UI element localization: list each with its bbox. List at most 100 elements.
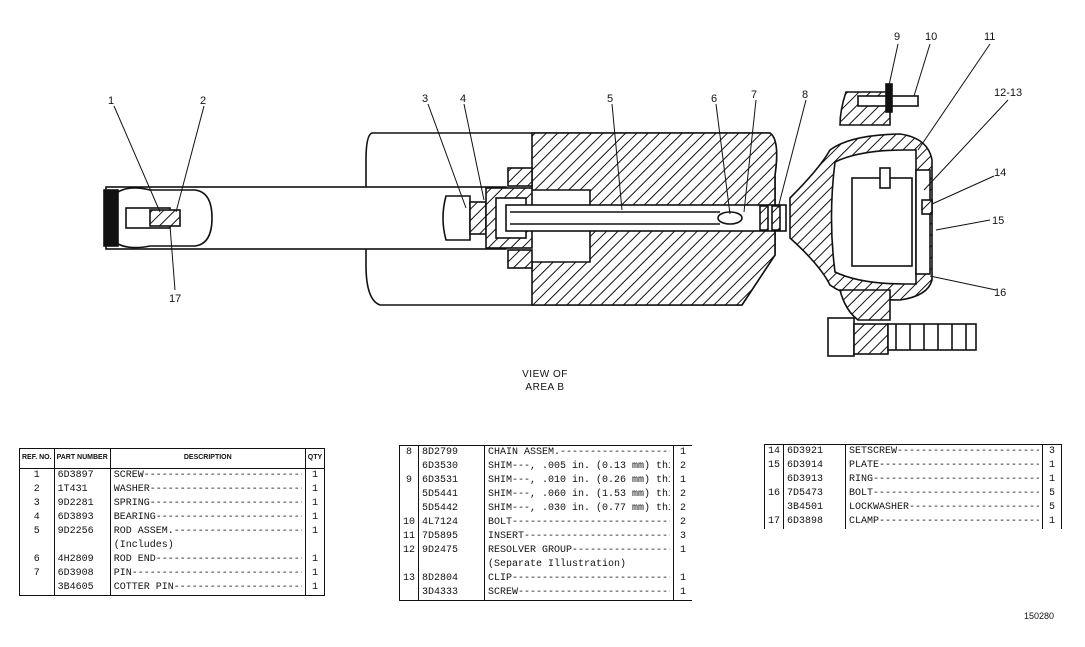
table-row: (Includes): [19, 539, 325, 553]
part-number-cell: 8D2804: [418, 572, 485, 586]
ref-cell: 3: [19, 497, 55, 511]
description-cell: PLATE: [845, 459, 1043, 473]
callout-7: 7: [751, 89, 757, 101]
part-number-cell: 3B4605: [54, 581, 111, 596]
table-row: 21T431WASHER1: [19, 483, 325, 497]
ref-cell: 13: [399, 572, 420, 586]
part-number-cell: 3B4501: [783, 501, 846, 515]
table-row: 3B4501LOCKWASHER5: [764, 501, 1062, 515]
part-number-cell: 9D2256: [54, 525, 111, 539]
header-part: PART NUMBER: [54, 448, 111, 469]
callout-2: 2: [200, 95, 206, 107]
qty-cell: [305, 539, 324, 553]
description-cell: RING: [845, 473, 1043, 487]
qty-cell: 1: [679, 545, 686, 556]
description-cell: BOLT: [484, 516, 674, 530]
callout-11: 11: [984, 31, 995, 43]
callout-12-13: 12-13: [994, 87, 1022, 99]
view-caption: VIEW OF AREA B: [500, 368, 590, 394]
part-number-cell: 7D5895: [418, 530, 485, 544]
callout-10: 10: [925, 31, 937, 43]
part-number-cell: 6D3898: [783, 515, 846, 529]
description-cell: (Includes): [110, 539, 306, 553]
description-cell: SETSCREW: [845, 444, 1043, 459]
qty-cell: 1: [311, 568, 318, 579]
qty-cell: [674, 558, 693, 572]
callout-9: 9: [894, 31, 900, 43]
qty-cell: 1: [311, 498, 318, 509]
callout-15: 15: [992, 215, 1004, 227]
part-number-cell: 7D5473: [783, 487, 846, 501]
table-row: 176D3898CLAMP1: [764, 515, 1062, 529]
ref-cell: 16: [764, 487, 785, 501]
header-qty: QTY: [305, 448, 325, 469]
description-cell: BOLT: [845, 487, 1043, 501]
part-number-cell: 6D3531: [418, 474, 485, 488]
part-number-cell: 6D3893: [54, 511, 111, 525]
description-cell: LOCKWASHER: [845, 501, 1043, 515]
qty-cell: 1: [679, 573, 686, 584]
part-number-cell: 1T431: [54, 483, 111, 497]
ref-cell: 9: [399, 474, 420, 488]
description-cell: SHIM---, .010 in. (0.26 mm) thick: [484, 474, 674, 488]
part-number-cell: 6D3914: [783, 459, 846, 473]
table-row: 76D3908PIN1: [19, 567, 325, 581]
ref-cell: 17: [764, 515, 785, 529]
ref-cell: [399, 460, 420, 474]
description-cell: PIN: [110, 567, 306, 581]
callout-16: 16: [994, 287, 1006, 299]
description-cell: INSERT: [484, 530, 674, 544]
description-cell: SHIM---, .005 in. (0.13 mm) thick: [484, 460, 674, 474]
part-number-cell: 8D2799: [418, 445, 485, 460]
part-number-cell: 6D3913: [783, 473, 846, 487]
part-number-cell: 4L7124: [418, 516, 485, 530]
ref-cell: [399, 586, 420, 601]
qty-cell: 1: [311, 526, 318, 537]
ref-cell: 15: [764, 459, 785, 473]
part-number-cell: 3D4333: [418, 586, 485, 601]
description-cell: (Separate Illustration): [484, 558, 674, 572]
qty-cell: 2: [679, 503, 686, 514]
table-row: 16D3897SCREW1: [19, 468, 325, 483]
description-cell: SHIM---, .060 in. (1.53 mm) thick: [484, 488, 674, 502]
callout-5: 5: [607, 93, 613, 105]
part-number-cell: 9D2475: [418, 544, 485, 558]
callout-6: 6: [711, 93, 717, 105]
qty-cell: 1: [311, 484, 318, 495]
ref-cell: 6: [19, 553, 55, 567]
description-cell: SPRING: [110, 497, 306, 511]
ref-cell: 4: [19, 511, 55, 525]
header-desc: DESCRIPTION: [110, 448, 306, 469]
qty-cell: 3: [1048, 446, 1055, 457]
view-caption-line-1: VIEW OF: [522, 369, 568, 380]
sectional-drawing: 1 2 3 4 5 6 7 8 9 10 11 12-13 14 15 16 1…: [103, 31, 1022, 357]
qty-cell: 3: [679, 531, 686, 542]
qty-cell: 1: [311, 582, 318, 593]
ref-cell: 10: [399, 516, 420, 530]
ref-cell: 8: [399, 445, 420, 460]
table-row: (Separate Illustration): [399, 558, 693, 572]
qty-cell: 1: [679, 475, 686, 486]
description-cell: CLIP: [484, 572, 674, 586]
figure-number: 150280: [1024, 611, 1055, 621]
ref-cell: [19, 581, 55, 596]
ref-cell: 1: [19, 468, 55, 483]
ref-cell: 14: [764, 444, 785, 459]
description-cell: SCREW: [484, 586, 674, 601]
part-number-cell: 6D3897: [54, 468, 111, 483]
qty-cell: 2: [679, 517, 686, 528]
qty-cell: 5: [1048, 488, 1055, 499]
table-row: 117D5895INSERT3: [399, 530, 693, 544]
table-row: 39D2281SPRING1: [19, 497, 325, 511]
ref-cell: 7: [19, 567, 55, 581]
part-number-cell: [418, 558, 485, 572]
part-number-cell: 4H2809: [54, 553, 111, 567]
header-ref: REF. NO.: [19, 448, 55, 469]
